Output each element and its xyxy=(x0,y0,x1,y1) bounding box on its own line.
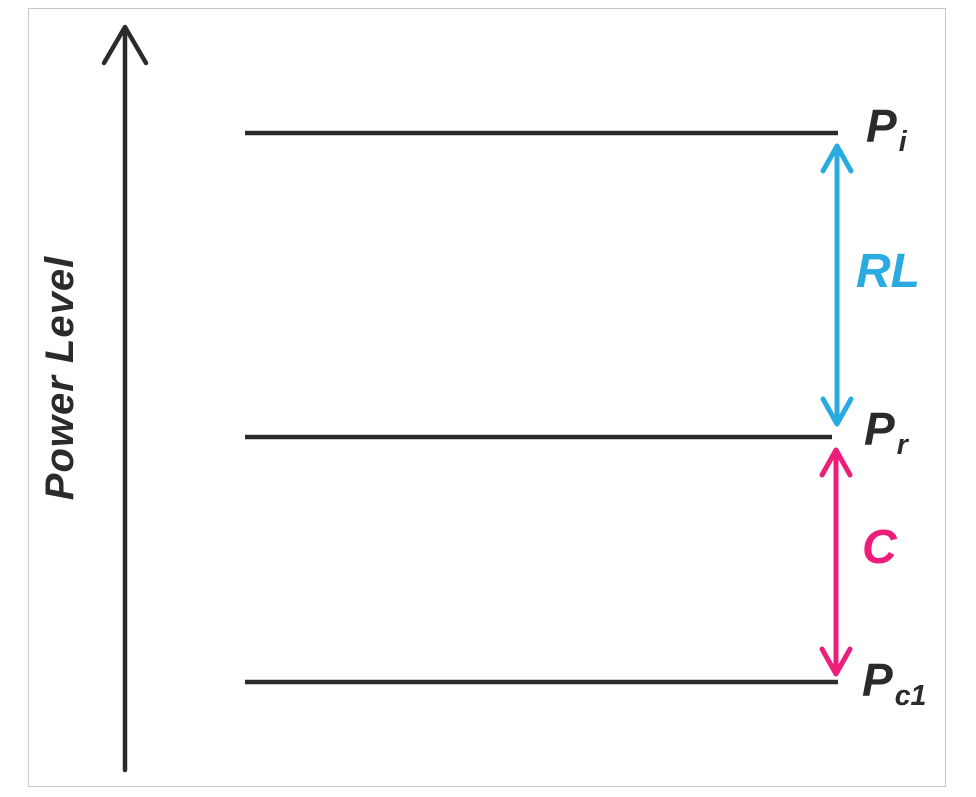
coupling-arrowhead-down-icon xyxy=(819,646,853,677)
coupling-arrow xyxy=(819,447,853,677)
label-pc1: Pc1 xyxy=(862,657,926,710)
label-pc1-sub: c1 xyxy=(894,679,927,712)
return-loss-arrowhead-up-icon xyxy=(820,143,854,174)
label-pr-main: P xyxy=(864,403,895,455)
power-level-lines xyxy=(245,130,838,685)
label-pi: Pi xyxy=(866,103,907,156)
label-pi-main: P xyxy=(866,100,897,152)
coupling-arrowhead-up-icon xyxy=(819,447,853,478)
return-loss-arrowhead-down-icon xyxy=(820,396,854,427)
return-loss-label: RL xyxy=(856,245,920,298)
label-pi-sub: i xyxy=(898,125,907,158)
power-axis-title: Power Level xyxy=(38,255,82,501)
power-axis-arrow xyxy=(101,24,149,773)
coupling-label: C xyxy=(862,521,897,574)
figure-frame xyxy=(28,8,946,787)
label-pr-sub: r xyxy=(896,428,908,461)
axis-arrowhead-icon xyxy=(101,24,149,66)
label-pr: Pr xyxy=(864,406,908,459)
return-loss-arrow xyxy=(820,143,854,427)
label-pc1-main: P xyxy=(862,654,893,706)
